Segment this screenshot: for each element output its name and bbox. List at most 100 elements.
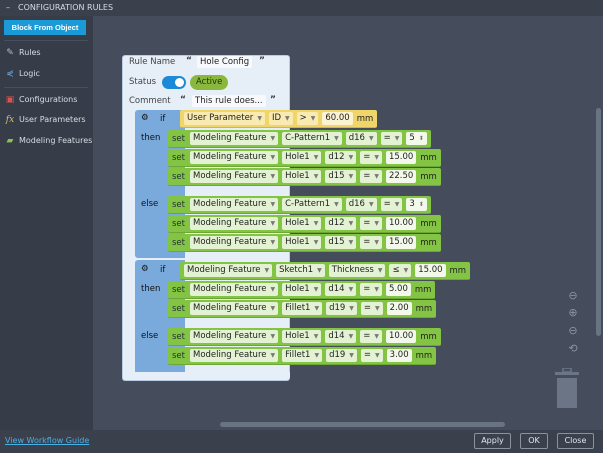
- chevron-down-icon[interactable]: ▼: [270, 352, 276, 359]
- gear-icon[interactable]: ⚙: [141, 113, 149, 123]
- chevron-down-icon[interactable]: ▼: [348, 239, 354, 246]
- dropdown[interactable]: d12▼: [325, 151, 357, 164]
- chevron-down-icon[interactable]: ▼: [270, 135, 276, 142]
- chevron-down-icon[interactable]: ▼: [313, 154, 319, 161]
- dropdown[interactable]: Hole1▼: [282, 330, 322, 343]
- dropdown[interactable]: Hole1▼: [282, 170, 322, 183]
- dropdown[interactable]: Modeling Feature▼: [190, 170, 279, 183]
- gear-icon[interactable]: ⚙: [141, 264, 149, 274]
- value-input[interactable]: 3.00: [386, 349, 412, 362]
- number-stepper[interactable]: 5⬍: [406, 132, 427, 145]
- chevron-down-icon[interactable]: ▼: [368, 201, 374, 208]
- collapse-icon[interactable]: –: [6, 3, 10, 12]
- condition-block[interactable]: Modeling Feature▼Sketch1▼Thickness▼≤▼15.…: [180, 262, 471, 280]
- chevron-down-icon[interactable]: ▼: [270, 154, 276, 161]
- dropdown[interactable]: d14▼: [325, 330, 357, 343]
- view-workflow-guide-link[interactable]: View Workflow Guide: [5, 436, 90, 445]
- chevron-down-icon[interactable]: ▼: [374, 333, 379, 340]
- rule-name-field[interactable]: Hole Config: [197, 56, 253, 68]
- dropdown[interactable]: d12▼: [325, 217, 357, 230]
- sidebar-item-logic[interactable]: ⋞Logic: [4, 66, 40, 82]
- dropdown[interactable]: C-Pattern1▼: [282, 132, 342, 145]
- zoom-out-icon[interactable]: ⊖: [568, 324, 578, 337]
- dropdown[interactable]: =▼: [360, 330, 382, 343]
- chevron-down-icon[interactable]: ▼: [348, 286, 354, 293]
- chevron-down-icon[interactable]: ▼: [374, 286, 379, 293]
- dropdown[interactable]: Modeling Feature▼: [190, 330, 279, 343]
- dropdown[interactable]: Thickness▼: [328, 264, 386, 277]
- dropdown[interactable]: =▼: [360, 349, 383, 362]
- chevron-down-icon[interactable]: ▼: [377, 267, 383, 274]
- dropdown[interactable]: C-Pattern1▼: [282, 198, 342, 211]
- sidebar-item-modeling-features[interactable]: ▰Modeling Features: [4, 133, 93, 149]
- dropdown[interactable]: Hole1▼: [282, 217, 322, 230]
- dropdown[interactable]: Modeling Feature▼: [190, 217, 279, 230]
- chevron-down-icon[interactable]: ▼: [374, 220, 379, 227]
- chevron-down-icon[interactable]: ▼: [375, 305, 380, 312]
- chevron-down-icon[interactable]: ▼: [313, 239, 319, 246]
- value-input[interactable]: 5.00: [385, 283, 411, 296]
- dropdown[interactable]: Fillet1▼: [282, 302, 323, 315]
- chevron-down-icon[interactable]: ▼: [348, 173, 354, 180]
- chevron-down-icon[interactable]: ▼: [313, 220, 319, 227]
- block-from-object-button[interactable]: Block From Object: [4, 20, 86, 35]
- dropdown[interactable]: User Parameter▼: [184, 112, 265, 125]
- dropdown[interactable]: Hole1▼: [282, 236, 322, 249]
- dropdown[interactable]: ID▼: [268, 112, 293, 125]
- dropdown[interactable]: d16▼: [345, 132, 377, 145]
- chevron-down-icon[interactable]: ▼: [270, 239, 276, 246]
- dropdown[interactable]: >▼: [296, 112, 319, 125]
- number-stepper[interactable]: 3⬍: [406, 198, 427, 211]
- dropdown[interactable]: d15▼: [325, 236, 357, 249]
- chevron-down-icon[interactable]: ▼: [313, 173, 319, 180]
- dropdown[interactable]: Modeling Feature▼: [190, 151, 279, 164]
- dropdown[interactable]: =▼: [360, 302, 383, 315]
- zoom-in-icon[interactable]: ⊕: [568, 306, 578, 319]
- apply-button[interactable]: Apply: [474, 433, 511, 449]
- chevron-down-icon[interactable]: ▼: [375, 352, 380, 359]
- value-input[interactable]: 10.00: [385, 217, 417, 230]
- vertical-scrollbar[interactable]: [596, 108, 601, 336]
- trash-icon[interactable]: [555, 368, 579, 408]
- dropdown[interactable]: =▼: [380, 198, 403, 211]
- chevron-down-icon[interactable]: ▼: [394, 201, 400, 208]
- value-input[interactable]: 22.50: [385, 170, 417, 183]
- ok-button[interactable]: OK: [520, 433, 548, 449]
- chevron-down-icon[interactable]: ▼: [314, 352, 320, 359]
- value-input[interactable]: 10.00: [385, 330, 417, 343]
- horizontal-scrollbar[interactable]: [220, 422, 505, 427]
- stepper-arrows-icon[interactable]: ⬍: [418, 135, 424, 142]
- chevron-down-icon[interactable]: ▼: [374, 239, 379, 246]
- dropdown[interactable]: Fillet1▼: [282, 349, 323, 362]
- chevron-down-icon[interactable]: ▼: [314, 305, 320, 312]
- dropdown[interactable]: Sketch1▼: [276, 264, 325, 277]
- dropdown[interactable]: d19▼: [326, 349, 357, 362]
- close-button[interactable]: Close: [557, 433, 594, 449]
- stepper-arrows-icon[interactable]: ⬍: [418, 201, 424, 208]
- chevron-down-icon[interactable]: ▼: [310, 115, 316, 122]
- chevron-down-icon[interactable]: ▼: [257, 115, 262, 122]
- chevron-down-icon[interactable]: ▼: [285, 115, 290, 122]
- status-toggle[interactable]: [162, 76, 186, 89]
- chevron-down-icon[interactable]: ▼: [270, 286, 276, 293]
- chevron-down-icon[interactable]: ▼: [270, 333, 276, 340]
- chevron-down-icon[interactable]: ▼: [270, 173, 276, 180]
- chevron-down-icon[interactable]: ▼: [348, 333, 354, 340]
- dropdown[interactable]: d16▼: [345, 198, 377, 211]
- dropdown[interactable]: =▼: [360, 217, 382, 230]
- dropdown[interactable]: =▼: [360, 283, 382, 296]
- zoom-reset-icon[interactable]: ⟲: [568, 342, 578, 355]
- dropdown[interactable]: Modeling Feature▼: [190, 302, 279, 315]
- chevron-down-icon[interactable]: ▼: [374, 154, 379, 161]
- dropdown[interactable]: ≤▼: [389, 264, 412, 277]
- value-input[interactable]: 15.00: [385, 151, 417, 164]
- zoom-fit-icon[interactable]: ⊖: [568, 289, 578, 302]
